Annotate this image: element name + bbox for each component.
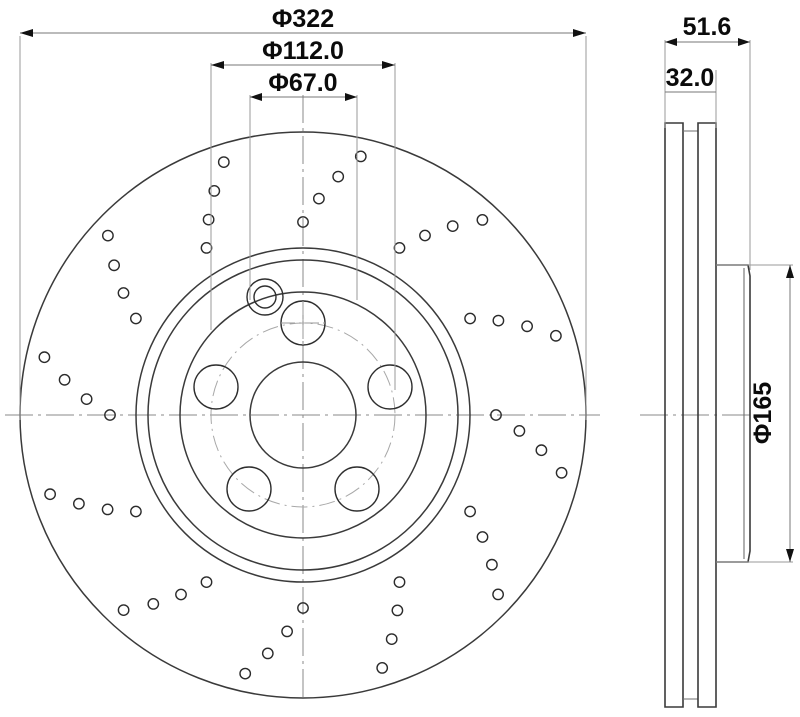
- drilled-cooling-hole: [393, 576, 406, 588]
- drilled-cooling-hole: [58, 373, 71, 386]
- vent-gap-web: [683, 130, 698, 700]
- drilled-cooling-hole: [385, 633, 398, 645]
- drilled-cooling-hole: [476, 531, 489, 543]
- drilled-cooling-hole: [513, 424, 526, 437]
- drilled-cooling-hole: [476, 213, 489, 226]
- drilled-cooling-hole: [490, 409, 502, 421]
- drilled-cooling-hole: [446, 220, 459, 233]
- drilled-cooling-hole: [492, 314, 505, 327]
- drilled-cooling-hole: [217, 156, 230, 169]
- drilled-cooling-hole: [239, 667, 252, 680]
- friction-ring-inner-circle: [135, 247, 471, 583]
- drilled-cooling-hole: [129, 312, 142, 325]
- center-bore-circle: [249, 361, 357, 469]
- dimension-bolt-circle: Φ112.0: [210, 37, 396, 390]
- hat-section-profile: [716, 264, 751, 563]
- hat-face-circle: [179, 291, 427, 539]
- drilled-cooling-hole: [104, 409, 116, 421]
- bolt-pitch-circle: [210, 322, 396, 508]
- arrow-top: [786, 265, 794, 278]
- arrow-left: [20, 29, 33, 37]
- dimension-value-hat-diameter: Φ165: [749, 382, 777, 444]
- bolt-hole: [193, 364, 239, 410]
- dimension-value-bolt-circle: Φ112.0: [262, 37, 344, 65]
- dimension-value-center-bore: Φ67.0: [268, 69, 337, 97]
- guide-pin-inner-circle: [253, 285, 277, 309]
- drilled-cooling-hole: [101, 503, 114, 516]
- side-view: [640, 122, 768, 708]
- drilled-cooling-hole: [555, 466, 568, 479]
- drilled-cooling-hole: [202, 213, 215, 226]
- drilled-cooling-hole: [73, 497, 85, 510]
- arrow-right: [382, 61, 395, 69]
- dimension-outer-diameter: Φ322: [19, 5, 587, 420]
- drilled-cooling-hole: [393, 241, 406, 254]
- drilled-cooling-hole: [200, 576, 213, 588]
- dimension-hat-diameter: Φ165: [716, 264, 794, 563]
- drilled-cooling-hole: [297, 216, 309, 228]
- arrow-right: [738, 38, 750, 46]
- drilled-cooling-hole: [485, 558, 498, 571]
- drilled-cooling-hole: [492, 588, 504, 601]
- arrow-right: [345, 93, 357, 101]
- drilled-cooling-hole: [391, 604, 404, 617]
- arrow-bottom: [786, 549, 794, 562]
- inboard-friction-ring: [697, 122, 717, 708]
- bolt-hole: [334, 466, 380, 512]
- drilled-cooling-hole: [102, 229, 114, 242]
- guide-pin-outer-circle: [246, 278, 284, 316]
- bolt-hole: [367, 364, 413, 410]
- dimension-value-outer-diameter: Φ322: [272, 5, 334, 33]
- dimension-annotations: Φ322 Φ112.0 Φ67.0 51.6: [19, 5, 794, 563]
- drilled-cooling-hole: [376, 662, 389, 674]
- drilled-cooling-hole: [108, 259, 121, 272]
- drilled-cooling-hole: [129, 505, 142, 518]
- front-view: [5, 95, 600, 700]
- dimension-center-bore: Φ67.0: [249, 69, 358, 300]
- arrow-right: [573, 29, 586, 37]
- drilled-cooling-hole: [44, 488, 56, 501]
- drilled-cooling-hole: [521, 320, 533, 333]
- bolt-hole-group: [193, 300, 413, 512]
- dimension-disc-thickness: 32.0: [664, 64, 717, 128]
- arrow-left: [250, 93, 262, 101]
- arrow-left: [665, 38, 677, 46]
- drilled-hole-pattern: [38, 150, 568, 680]
- bolt-hole: [226, 466, 272, 512]
- drilled-cooling-hole: [332, 170, 345, 183]
- drilled-cooling-hole: [200, 241, 213, 254]
- drilled-cooling-hole: [312, 192, 325, 205]
- drilled-cooling-hole: [208, 184, 221, 197]
- drilled-cooling-hole: [147, 598, 160, 610]
- drilled-cooling-hole: [117, 287, 130, 299]
- drilled-cooling-hole: [419, 229, 431, 242]
- dimension-overall-thickness: 51.6: [664, 13, 751, 270]
- dimension-value-disc-thickness: 32.0: [666, 64, 715, 92]
- drilled-cooling-hole: [261, 647, 274, 660]
- drilled-cooling-hole: [535, 444, 548, 457]
- hat-outer-circle: [147, 259, 459, 571]
- guide-pin-hole: [246, 278, 284, 316]
- drilled-cooling-hole: [464, 312, 476, 325]
- drilled-cooling-hole: [464, 505, 476, 518]
- drilled-cooling-hole: [117, 604, 130, 616]
- drilled-cooling-hole: [80, 393, 93, 405]
- outboard-friction-ring: [664, 122, 684, 708]
- drilled-cooling-hole: [297, 602, 309, 614]
- drilled-cooling-hole: [550, 329, 562, 342]
- drilled-cooling-hole: [354, 150, 367, 163]
- drilled-cooling-hole: [175, 588, 187, 601]
- drilled-cooling-hole: [281, 625, 293, 638]
- arrow-left: [211, 61, 224, 69]
- dimension-value-overall-thickness: 51.6: [683, 13, 732, 41]
- drilled-cooling-hole: [38, 351, 51, 364]
